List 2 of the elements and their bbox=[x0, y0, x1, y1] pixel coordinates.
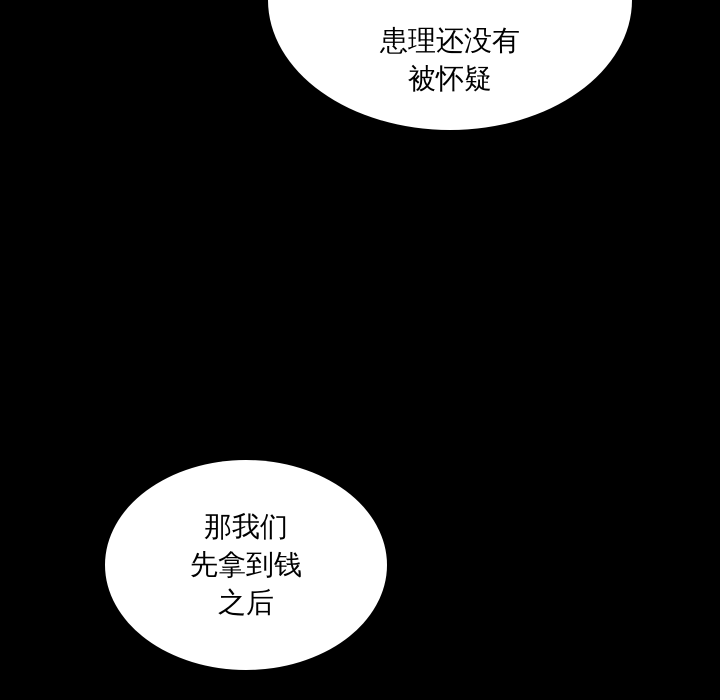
speech-text: 那我们先拿到钱之后 bbox=[190, 509, 302, 621]
speech-text: 患理还没有被怀疑 bbox=[380, 23, 520, 97]
